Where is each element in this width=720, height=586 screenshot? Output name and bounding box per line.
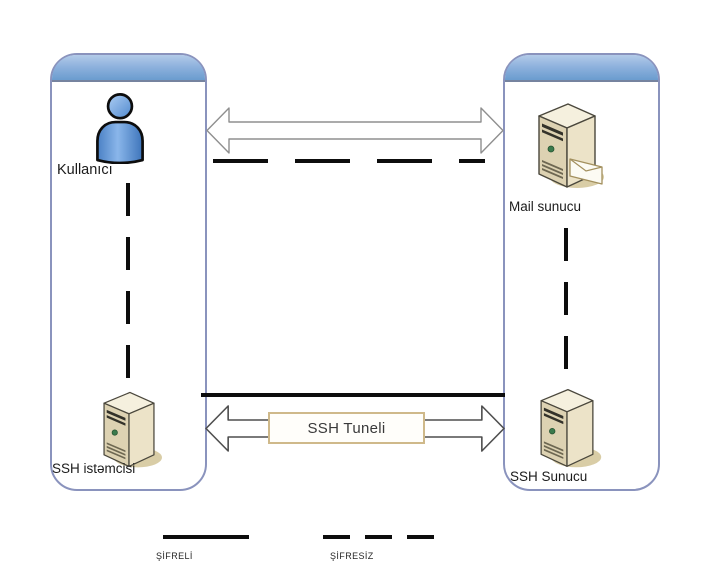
middle-solid-line: [201, 393, 505, 397]
left-panel-header: [52, 55, 205, 82]
ssh-server-label: SSH Sunucu: [510, 469, 588, 484]
mail-server-label: Mail sunucu: [509, 199, 582, 214]
user-person-icon: [96, 92, 144, 164]
ssh-client-server-icon: [103, 391, 163, 468]
legend-encrypted-label: ŞİFRELİ: [156, 551, 193, 561]
user-to-ssh-client-connector: [126, 183, 130, 388]
top-double-arrow: [206, 107, 504, 154]
ssh-client-label: SSH istəmcisi: [52, 461, 136, 476]
top-dashed-line: [213, 159, 485, 163]
mail-server-icon: [538, 103, 605, 189]
tunnel-label-box: SSH Tuneli: [268, 412, 425, 444]
mail-to-ssh-server-connector: [564, 228, 568, 382]
tunnel-label: SSH Tuneli: [307, 419, 386, 437]
ssh-server-icon: [540, 388, 602, 468]
right-panel-header: [505, 55, 658, 82]
legend-unencrypted-label: ŞİFRESİZ: [330, 551, 374, 561]
user-label: Kullanıcı: [57, 162, 113, 178]
legend-encrypted-line: [163, 535, 249, 539]
legend-unencrypted-line: [323, 535, 434, 539]
